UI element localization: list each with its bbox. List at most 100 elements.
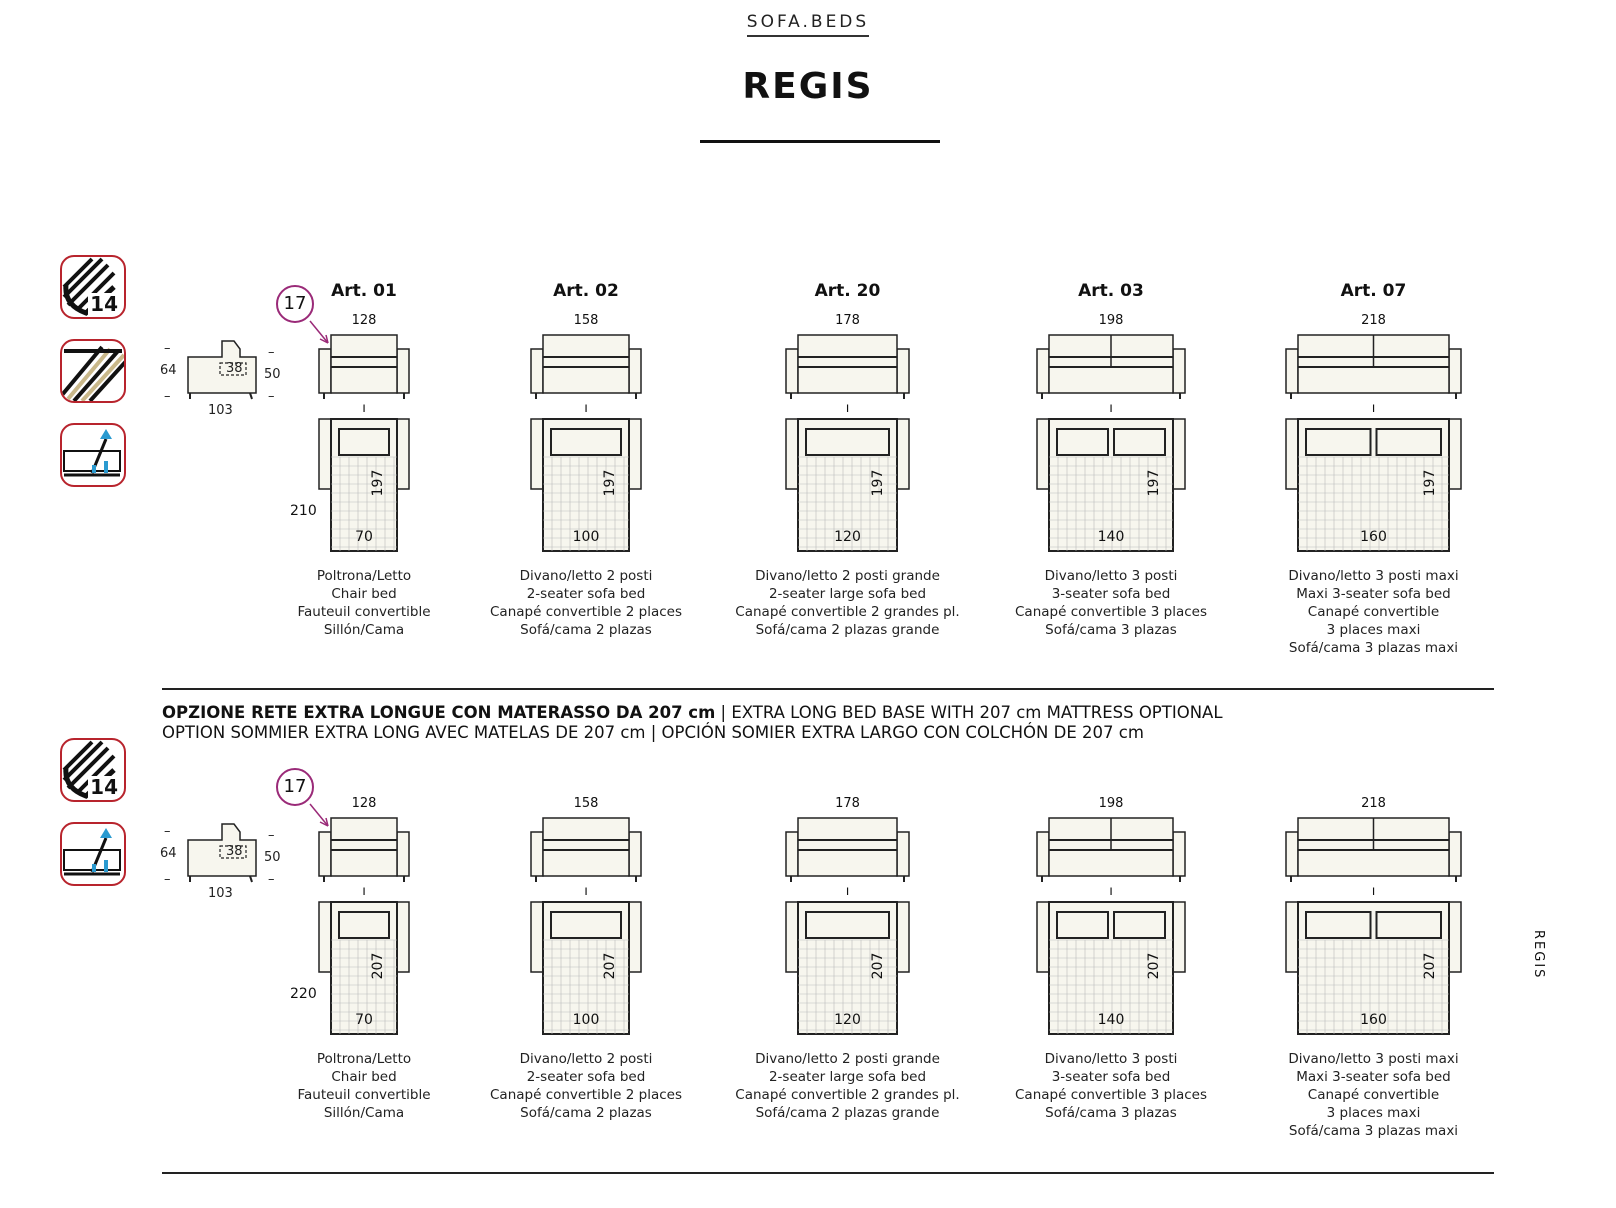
mattress-width-dim: 160 bbox=[1360, 529, 1387, 545]
description-line: Sofá/cama 2 plazas bbox=[520, 622, 652, 638]
description-line: Divano/letto 2 posti bbox=[519, 1051, 653, 1067]
description-line: Canapé convertible 2 places bbox=[490, 1087, 682, 1103]
fold-marker: ı bbox=[845, 401, 850, 416]
extra-long-option-note: OPZIONE RETE EXTRA LONGUE CON MATERASSO … bbox=[162, 703, 1223, 742]
sofa-width-dim: 158 bbox=[573, 796, 599, 811]
badge-pointer-arrow bbox=[309, 320, 329, 344]
description-line: Sofá/cama 2 plazas grande bbox=[755, 1105, 940, 1121]
description-line: Sofá/cama 3 plazas bbox=[1045, 1105, 1177, 1121]
description-line: Divano/letto 2 posti grande bbox=[755, 1051, 940, 1067]
sofa-front-view bbox=[530, 817, 642, 882]
title-rule bbox=[700, 140, 940, 143]
mattress-length-dim: 207 bbox=[1422, 952, 1438, 980]
mattress-length-dim: 207 bbox=[870, 952, 886, 980]
fold-marker: ı bbox=[1109, 401, 1113, 416]
description-line: 2-seater sofa bed bbox=[526, 1069, 646, 1085]
fold-marker: ı bbox=[1371, 401, 1376, 416]
description-line: Poltrona/Letto bbox=[316, 1051, 412, 1067]
description-line: Sillón/Cama bbox=[323, 622, 405, 638]
description-line: Canapé convertible 2 places bbox=[490, 604, 682, 620]
bed-plan-view bbox=[318, 418, 410, 552]
description-line: Maxi 3-seater sofa bed bbox=[1296, 1069, 1451, 1085]
dim-tick: – bbox=[164, 389, 171, 404]
cushion-14-icon: 14 bbox=[60, 255, 126, 319]
description-line: Divano/letto 3 posti bbox=[1044, 568, 1178, 584]
bottom-divider bbox=[162, 1172, 1494, 1174]
fold-marker: ı bbox=[362, 884, 366, 899]
dim-tick: – bbox=[268, 828, 275, 843]
bed-plan-view bbox=[785, 418, 910, 552]
mattress-length-dim: 197 bbox=[1422, 469, 1438, 497]
height-dim: 64 bbox=[160, 846, 177, 861]
description-line: Canapé convertible 2 grandes pl. bbox=[735, 1087, 960, 1103]
bed-plan-view bbox=[1036, 418, 1186, 552]
mattress-width-dim: 70 bbox=[355, 529, 373, 545]
article-name: Art. 01 bbox=[331, 281, 397, 301]
mechanism-icon bbox=[60, 423, 126, 487]
mattress-width-dim: 100 bbox=[572, 1012, 600, 1028]
fabric-stripes-icon bbox=[60, 339, 126, 403]
dim-tick: – bbox=[164, 341, 171, 356]
description-line: Sillón/Cama bbox=[323, 1105, 405, 1121]
arm-height-dim: 50 bbox=[264, 850, 281, 865]
description-line: Poltrona/Letto bbox=[316, 568, 412, 584]
depth-dim: 103 bbox=[208, 403, 233, 418]
brand-label: SOFA.BEDS bbox=[0, 12, 1616, 37]
dim-tick: – bbox=[268, 345, 275, 360]
sofa-width-dim: 178 bbox=[835, 313, 860, 328]
description-line: Chair bed bbox=[331, 586, 397, 602]
dim-tick: – bbox=[268, 389, 275, 404]
seat-depth-badge: 17 bbox=[276, 285, 314, 323]
mattress-length-dim: 207 bbox=[370, 952, 386, 980]
description-line: Divano/letto 3 posti maxi bbox=[1288, 1051, 1459, 1067]
description-line: Sofá/cama 2 plazas grande bbox=[755, 622, 940, 638]
seat-depth-badge: 17 bbox=[276, 768, 314, 806]
fold-marker: ı bbox=[584, 401, 588, 416]
description-line: Maxi 3-seater sofa bed bbox=[1296, 586, 1451, 602]
sofa-side-view bbox=[187, 823, 257, 883]
fold-marker: ı bbox=[362, 401, 366, 416]
sofa-front-view bbox=[1285, 334, 1462, 399]
sofa-front-view bbox=[785, 817, 910, 882]
badge-pointer-arrow bbox=[309, 803, 329, 827]
fold-marker: ı bbox=[1109, 884, 1113, 899]
sofa-width-dim: 128 bbox=[351, 796, 377, 811]
sofa-side-view bbox=[187, 340, 257, 400]
fold-marker: ı bbox=[845, 884, 850, 899]
description-line: Canapé convertible 2 grandes pl. bbox=[735, 604, 960, 620]
total-open-length: 210 bbox=[290, 503, 317, 519]
mattress-length-dim: 197 bbox=[1146, 469, 1162, 497]
sofa-width-dim: 198 bbox=[1098, 313, 1124, 328]
bed-plan-view bbox=[1036, 901, 1186, 1035]
sofa-width-dim: 128 bbox=[351, 313, 377, 328]
dim-tick: – bbox=[164, 824, 171, 839]
mattress-width-dim: 120 bbox=[834, 529, 861, 545]
description-line: Canapé convertible 3 places bbox=[1015, 1087, 1207, 1103]
page-title: REGIS bbox=[742, 66, 874, 107]
description-line: Divano/letto 2 posti grande bbox=[755, 568, 940, 584]
mattress-width-dim: 140 bbox=[1097, 1012, 1125, 1028]
mattress-length-dim: 207 bbox=[1146, 952, 1162, 980]
mattress-width-dim: 160 bbox=[1360, 1012, 1387, 1028]
description-line: 3 places maxi bbox=[1326, 1105, 1421, 1121]
fold-marker: ı bbox=[584, 884, 588, 899]
mattress-length-dim: 197 bbox=[602, 469, 618, 497]
article-name: Art. 07 bbox=[1340, 281, 1407, 301]
article-name: Art. 20 bbox=[814, 281, 881, 301]
sofa-front-view bbox=[318, 334, 410, 399]
mechanism-icon bbox=[60, 822, 126, 886]
article-name: Art. 03 bbox=[1078, 281, 1144, 301]
description-line: Canapé convertible bbox=[1307, 1087, 1440, 1103]
arm-height-dim: 50 bbox=[264, 367, 281, 382]
bed-plan-view bbox=[530, 901, 642, 1035]
seat-height-dim: 38 bbox=[226, 844, 243, 859]
description-line: Sofá/cama 3 plazas maxi bbox=[1288, 640, 1459, 656]
